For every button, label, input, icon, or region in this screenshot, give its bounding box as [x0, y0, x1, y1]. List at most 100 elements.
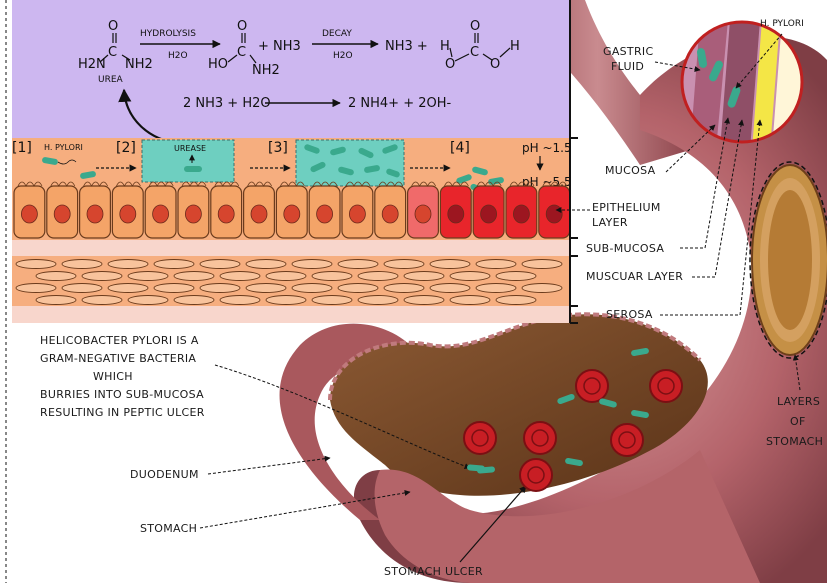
muscle-fiber — [36, 296, 76, 305]
muscle-fiber — [384, 284, 424, 293]
stomach-ulcer-label: STOMACH ULCER — [384, 565, 483, 578]
hydrolysis-label: HYDROLYSIS — [140, 29, 196, 39]
ph-1-5-label: pH ~1.5 — [522, 141, 572, 155]
svg-text:O: O — [470, 19, 480, 34]
cell-nucleus — [481, 205, 497, 223]
muscle-fiber — [476, 260, 516, 269]
muscle-fiber — [154, 284, 194, 293]
cell-nucleus — [317, 205, 333, 223]
layers-label-1: LAYERS — [777, 395, 820, 408]
ulcer — [576, 370, 608, 402]
ulcer — [524, 422, 556, 454]
ulcer — [611, 424, 643, 456]
equation-2-right: 2 NH4+ + 2OH- — [348, 96, 452, 111]
muscle-fiber — [82, 272, 122, 281]
note-line-4: BURRIES INTO SUB-MUCOSA — [40, 388, 204, 401]
note-line-5: RESULTING IN PEPTIC ULCER — [40, 406, 205, 419]
zoom-hpylori-label: H. PYLORI — [760, 19, 804, 29]
muscle-fiber — [200, 260, 240, 269]
muscle-fiber — [430, 260, 470, 269]
muscle-fiber — [292, 284, 332, 293]
step-2-label: [2] — [116, 140, 136, 156]
mucosa-label: MUCOSA — [605, 164, 656, 177]
decay-label: DECAY — [322, 29, 352, 39]
cell-nucleus — [218, 205, 234, 223]
svg-text:O: O — [445, 57, 455, 72]
ulcer — [650, 370, 682, 402]
stomach-layers-cutaway — [750, 162, 827, 358]
muscle-fiber — [358, 272, 398, 281]
cell-nucleus — [120, 205, 136, 223]
gastric-fluid-label-1: GASTRIC — [603, 45, 653, 58]
muscle-fiber — [312, 272, 352, 281]
description-note: HELICOBACTER PYLORI IS A GRAM-NEGATIVE B… — [40, 334, 205, 419]
epithelium-label-1: EPITHELIUM — [592, 201, 661, 214]
muscle-fiber — [200, 284, 240, 293]
muscle-fiber — [522, 260, 562, 269]
cell-nucleus — [54, 205, 70, 223]
muscle-fiber — [62, 260, 102, 269]
sub-mucosa-band — [12, 240, 570, 256]
cell-nucleus — [382, 205, 398, 223]
muscle-fiber — [154, 260, 194, 269]
svg-text:H: H — [440, 39, 450, 54]
urea-label: UREA — [98, 75, 124, 85]
muscle-fiber — [450, 272, 490, 281]
svg-text:H2N: H2N — [78, 57, 106, 72]
step-2-bacterium — [184, 166, 202, 172]
muscle-fiber — [450, 296, 490, 305]
cell-nucleus — [185, 205, 201, 223]
muscle-fiber — [338, 284, 378, 293]
hydrolysis-h2o: H2O — [168, 51, 188, 61]
svg-text:O: O — [108, 19, 118, 34]
muscle-fiber — [404, 296, 444, 305]
tissue-panel: [1] H. PYLORI [2] [3] [4] UREASE — [12, 138, 572, 323]
muscle-fiber — [62, 284, 102, 293]
epithelium-cell-row — [14, 182, 570, 238]
reaction-panel: O C H2N NH2 UREA HYDROLYSIS H2O O C HO N… — [12, 0, 570, 143]
duodenum-label: DUODENUM — [130, 468, 199, 481]
muscle-fiber — [292, 260, 332, 269]
svg-text:O: O — [237, 19, 247, 34]
muscle-fiber — [108, 260, 148, 269]
cell-nucleus — [415, 205, 431, 223]
muscle-fiber — [312, 296, 352, 305]
cell-nucleus — [513, 205, 529, 223]
muscle-fiber — [384, 260, 424, 269]
step-2-urease: UREASE — [174, 144, 206, 153]
muscle-fiber — [522, 284, 562, 293]
cell-nucleus — [87, 205, 103, 223]
epithelium-label-2: LAYER — [592, 216, 628, 229]
muscle-fiber — [266, 296, 306, 305]
svg-text:H: H — [510, 39, 520, 54]
muscle-fiber — [174, 296, 214, 305]
svg-text:C: C — [108, 45, 117, 60]
muscle-fiber — [220, 296, 260, 305]
muscle-fiber — [16, 260, 56, 269]
step-3-label: [3] — [268, 140, 288, 156]
svg-text:C: C — [237, 45, 246, 60]
cell-nucleus — [349, 205, 365, 223]
serosa-band — [12, 306, 570, 323]
muscle-fiber — [496, 272, 536, 281]
muscle-fiber — [266, 272, 306, 281]
step-1-hpylori: H. PYLORI — [44, 143, 83, 152]
muscle-fiber — [496, 296, 536, 305]
serosa-label: SEROSA — [606, 308, 653, 321]
muscle-fiber — [358, 296, 398, 305]
stomach-label: STOMACH — [140, 522, 197, 535]
muscle-fiber — [246, 260, 286, 269]
muscle-fiber — [16, 284, 56, 293]
muscle-fiber — [404, 272, 444, 281]
muscle-fiber — [338, 260, 378, 269]
svg-text:NH2: NH2 — [252, 63, 280, 78]
ulcer — [520, 459, 552, 491]
cell-nucleus — [251, 205, 267, 223]
cell-nucleus — [546, 205, 562, 223]
note-line-3: WHICH — [93, 370, 133, 383]
cell-nucleus — [153, 205, 169, 223]
layers-label-3: STOMACH — [766, 435, 823, 448]
muscle-fiber — [36, 272, 76, 281]
